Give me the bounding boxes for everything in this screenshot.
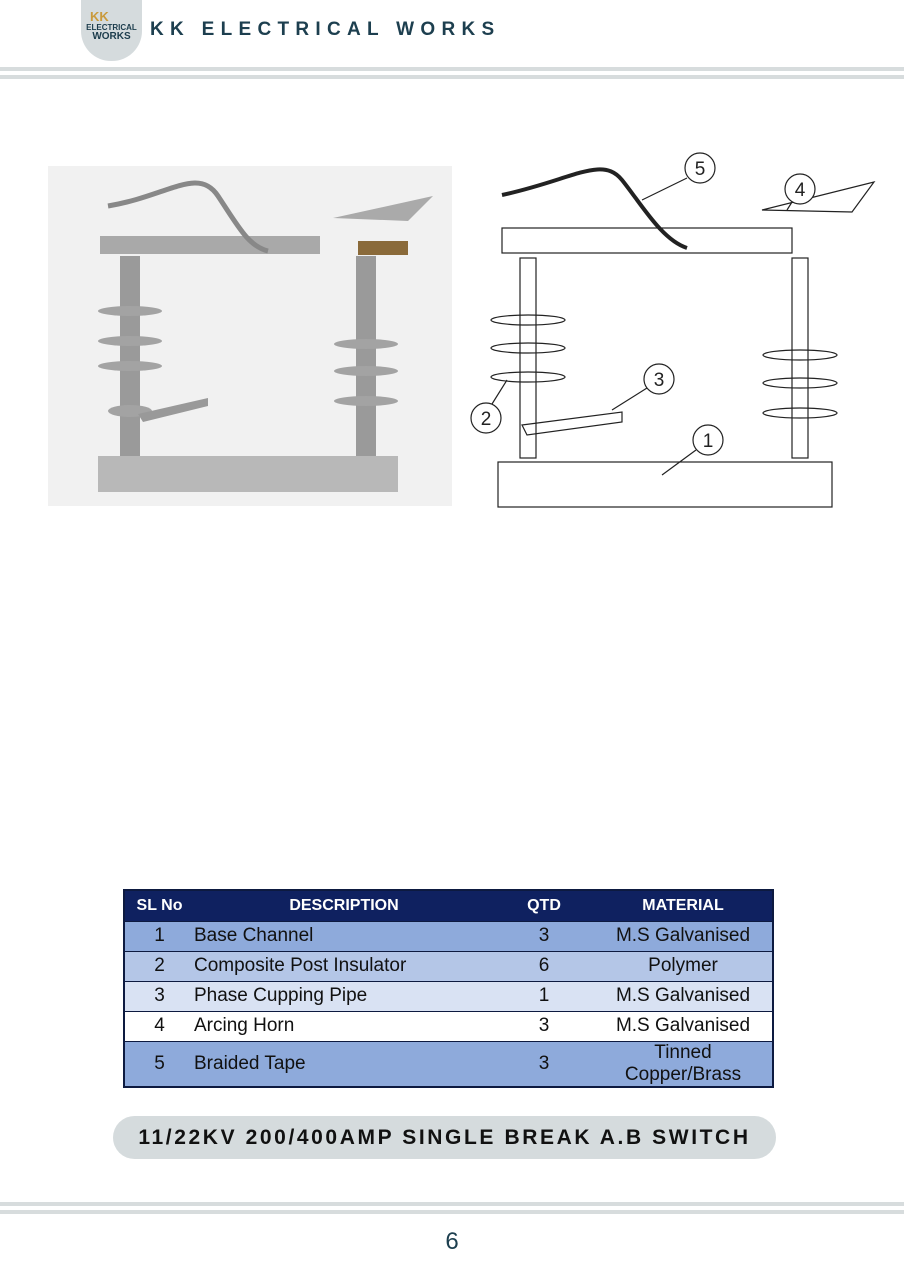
company-logo: KK ELECTRICAL WORKS [81, 0, 142, 61]
callout-5: 5 [695, 159, 706, 180]
col-sl-no: SL No [124, 890, 194, 921]
callout-2: 2 [481, 409, 492, 430]
page-number: 6 [445, 1228, 459, 1255]
callout-3: 3 [654, 370, 665, 391]
col-description: DESCRIPTION [194, 890, 494, 921]
switch-line-drawing: 1 2 3 4 5 [470, 152, 876, 508]
header-divider [0, 67, 904, 71]
callout-4: 4 [795, 180, 806, 201]
product-title: 11/22KV 200/400AMP SINGLE BREAK A.B SWIT… [113, 1116, 776, 1159]
footer-divider [0, 1210, 904, 1214]
callout-1: 1 [703, 431, 714, 452]
col-qtd: QTD [494, 890, 594, 921]
col-material: MATERIAL [594, 890, 773, 921]
company-name: KK ELECTRICAL WORKS [150, 19, 501, 40]
header-divider [0, 75, 904, 79]
footer-divider [0, 1202, 904, 1206]
switch-photo [48, 166, 452, 506]
